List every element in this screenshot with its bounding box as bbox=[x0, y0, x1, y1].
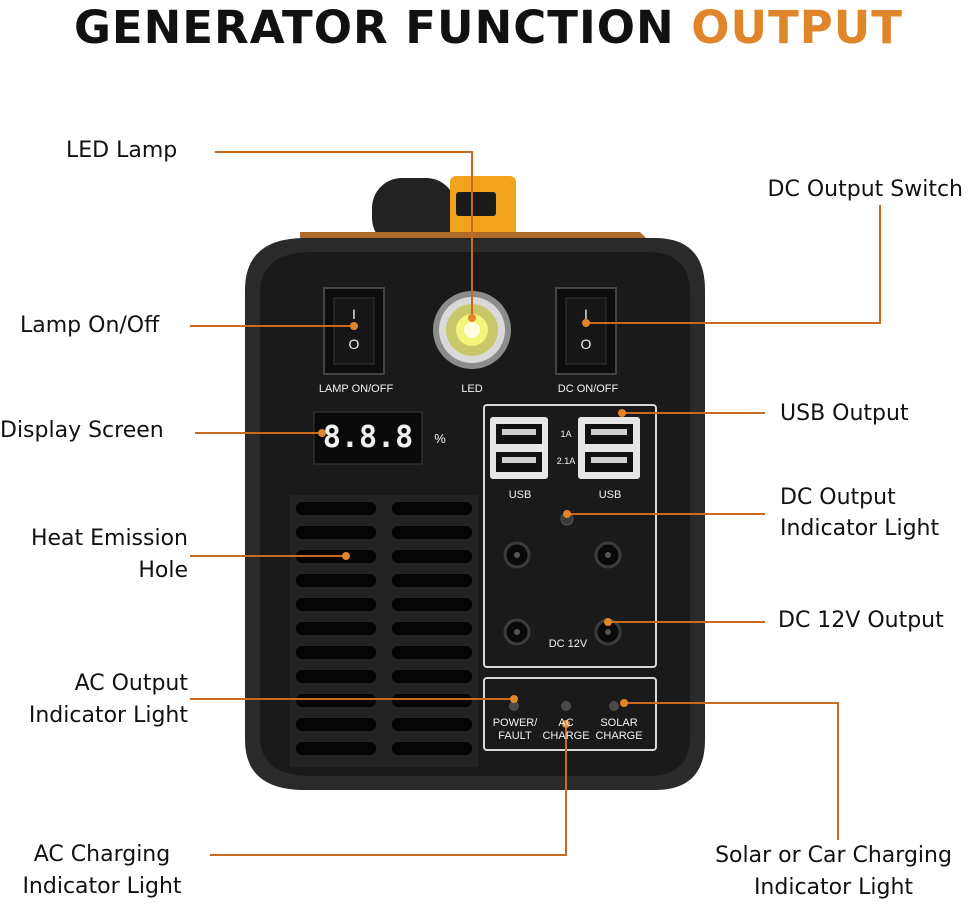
callout-dc-indicator-line1: DC Output bbox=[780, 485, 896, 510]
callout-dc-output-switch: DC Output Switch bbox=[767, 177, 963, 202]
pointer-lines bbox=[190, 151, 881, 856]
indicator-panel bbox=[483, 677, 657, 751]
pointer-led-lamp bbox=[215, 151, 473, 318]
callout-heat-line1: Heat Emission bbox=[30, 526, 188, 551]
display-screen bbox=[313, 411, 423, 465]
lamp-switch-label: LAMP ON/OFF bbox=[318, 383, 394, 395]
callout-lamp-on-off: Lamp On/Off bbox=[20, 313, 160, 338]
callout-dc-12v-output: DC 12V Output bbox=[778, 608, 944, 633]
handle-slot bbox=[456, 192, 496, 216]
led-lamp-core bbox=[464, 322, 480, 338]
callout-heat-line2: Hole bbox=[138, 558, 188, 583]
usb-label-left: USB bbox=[508, 489, 532, 501]
callout-solar-line2: Indicator Light bbox=[753, 875, 914, 900]
dc-switch-on-mark: I bbox=[584, 306, 588, 322]
dc-12v-sockets bbox=[503, 541, 622, 646]
lamp-switch-on-mark: I bbox=[352, 306, 356, 322]
page-title: GENERATOR FUNCTION OUTPUT bbox=[0, 0, 977, 56]
dc-switch-rocker[interactable] bbox=[565, 297, 607, 365]
heat-emission-vents bbox=[290, 495, 478, 767]
solar-charge-led bbox=[609, 701, 619, 711]
callout-usb-output: USB Output bbox=[780, 401, 909, 426]
power-fault-label-line2: FAULT bbox=[498, 730, 532, 742]
usb-port-group-left bbox=[490, 417, 548, 479]
handle-knob bbox=[372, 178, 456, 248]
lamp-switch-off-mark: O bbox=[348, 336, 360, 352]
callout-solar-line1: Solar or Car Charging bbox=[715, 843, 952, 868]
callout-ac-charging-line1: AC Charging bbox=[33, 842, 171, 867]
dc-switch-label: DC ON/OFF bbox=[557, 383, 619, 395]
ac-charge-label-line1: AC bbox=[558, 717, 574, 729]
callout-ac-charging-line2: Indicator Light bbox=[22, 874, 182, 899]
solar-charge-label-line1: SOLAR bbox=[600, 717, 638, 729]
callout-led-lamp: LED Lamp bbox=[66, 138, 178, 163]
lamp-switch-rocker[interactable] bbox=[333, 297, 375, 365]
led-label: LED bbox=[461, 383, 483, 395]
power-fault-led bbox=[509, 701, 519, 711]
usb-rating-1a: 1A bbox=[560, 429, 572, 439]
callout-ac-indicator-line1: AC Output bbox=[74, 671, 188, 696]
usb-rating-21a: 2.1A bbox=[556, 456, 576, 466]
callout-dc-indicator-line2: Indicator Light bbox=[780, 516, 940, 541]
pointer-ac-charging bbox=[210, 724, 567, 856]
display-readout: 8.8.8 bbox=[322, 420, 414, 455]
pointer-solar bbox=[624, 702, 839, 840]
pointer-dots bbox=[318, 314, 628, 728]
pointer-dc-switch bbox=[586, 205, 881, 324]
ac-charge-label-line2: CHARGE bbox=[542, 730, 590, 742]
display-unit: % bbox=[434, 431, 446, 446]
dc-switch-off-mark: O bbox=[580, 336, 592, 352]
callout-display-screen: Display Screen bbox=[0, 418, 164, 443]
output-panel bbox=[483, 404, 657, 668]
ac-charge-led bbox=[561, 701, 571, 711]
solar-charge-label-line2: CHARGE bbox=[595, 730, 643, 742]
usb-label-right: USB bbox=[598, 489, 622, 501]
title-main: GENERATOR FUNCTION bbox=[73, 1, 675, 54]
power-fault-label-line1: POWER/ bbox=[492, 717, 538, 729]
title-accent: OUTPUT bbox=[691, 1, 904, 54]
dc-12v-label: DC 12V bbox=[548, 638, 588, 650]
callout-ac-indicator-line2: Indicator Light bbox=[28, 703, 188, 728]
usb-port-group-right bbox=[578, 417, 640, 479]
